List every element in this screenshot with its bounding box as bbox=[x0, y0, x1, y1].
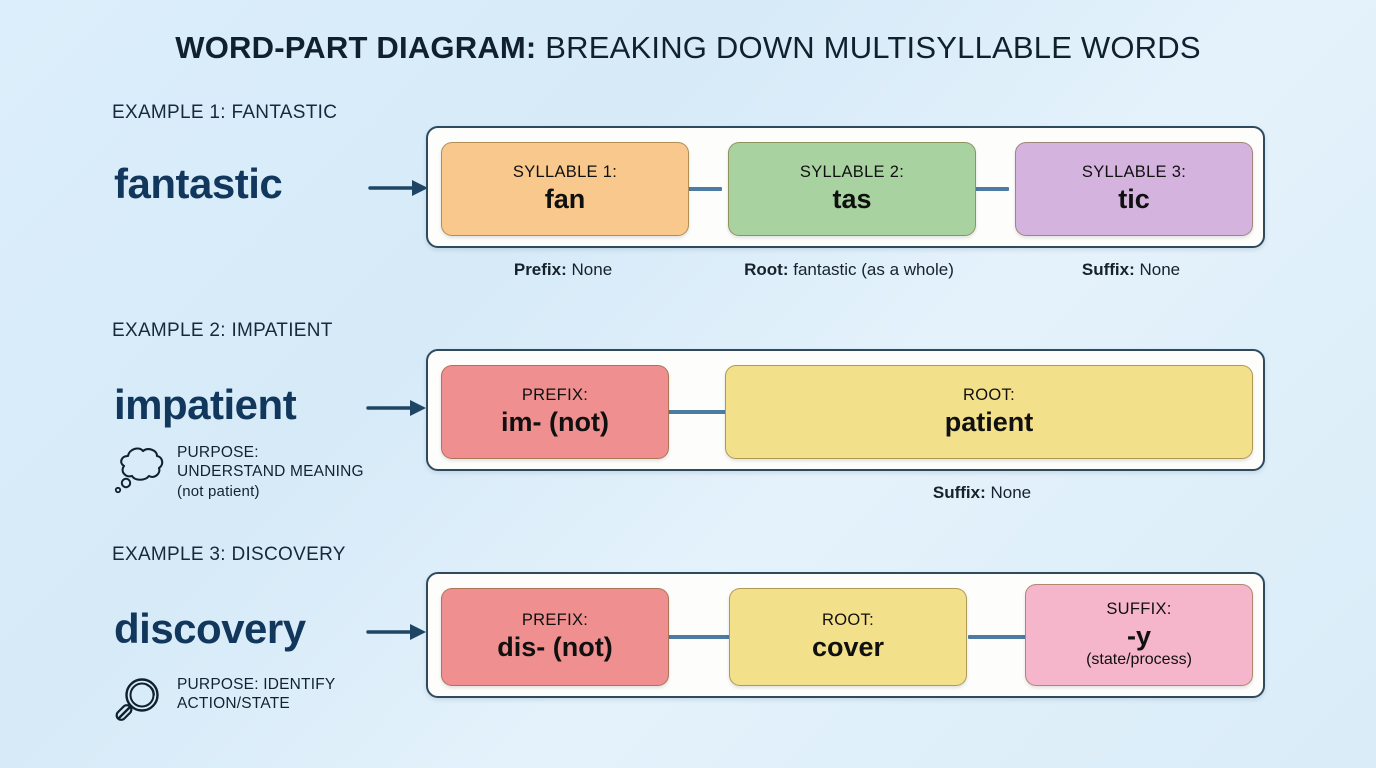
example-2-label: EXAMPLE 2: IMPATIENT bbox=[112, 320, 333, 341]
purpose-line-2: ACTION/STATE bbox=[177, 695, 290, 713]
morpheme-value: fantastic (as a whole) bbox=[793, 260, 954, 279]
morpheme-suffix: Suffix: None bbox=[933, 483, 1031, 503]
example-3-word: discovery bbox=[114, 605, 306, 652]
purpose-line-1: PURPOSE: IDENTIFY bbox=[177, 676, 336, 693]
morpheme-prefix: Prefix: None bbox=[514, 260, 612, 280]
part-kind: SYLLABLE 3: bbox=[1081, 162, 1187, 181]
morpheme-value: None bbox=[990, 483, 1032, 502]
right-arrow-icon bbox=[366, 620, 428, 644]
morpheme-label: Root: bbox=[744, 260, 789, 279]
morpheme-value: None bbox=[571, 260, 613, 279]
example-2-word: impatient bbox=[114, 381, 297, 428]
example-3-label: EXAMPLE 3: DISCOVERY bbox=[112, 544, 346, 565]
morpheme-suffix: Suffix: None bbox=[1082, 260, 1180, 280]
part-box-suffix[interactable]: SUFFIX: -y (state/process) bbox=[1025, 584, 1253, 686]
morpheme-root: Root: fantastic (as a whole) bbox=[744, 260, 954, 280]
morpheme-label: Prefix: bbox=[513, 260, 567, 279]
right-arrow-icon bbox=[368, 176, 430, 200]
part-value: fan bbox=[544, 183, 586, 214]
page-title-light: BREAKING DOWN MULTISYLLABLE WORDS bbox=[545, 30, 1201, 65]
part-kind: ROOT: bbox=[822, 610, 874, 629]
morpheme-value: None bbox=[1139, 260, 1181, 279]
part-box-syllable-1[interactable]: SYLLABLE 1: fan bbox=[441, 142, 689, 236]
part-kind: SUFFIX: bbox=[1106, 600, 1172, 619]
part-box-prefix[interactable]: PREFIX: im- (not) bbox=[441, 365, 669, 459]
example-1-label: EXAMPLE 1: FANTASTIC bbox=[112, 102, 338, 123]
purpose-line-2: UNDERSTAND MEANING bbox=[177, 463, 364, 481]
purpose-line-1: PURPOSE: bbox=[177, 444, 259, 461]
purpose-note-example-3: PURPOSE: IDENTIFY ACTION/STATE bbox=[112, 675, 335, 731]
purpose-text: PURPOSE: IDENTIFY ACTION/STATE bbox=[177, 675, 335, 714]
example-2-diagram-frame: PREFIX: im- (not) ROOT: patient bbox=[426, 349, 1265, 471]
part-value: cover bbox=[811, 631, 885, 662]
right-arrow-icon bbox=[366, 396, 428, 420]
example-1-diagram-frame: SYLLABLE 1: fan SYLLABLE 2: tas SYLLABLE… bbox=[426, 126, 1265, 248]
part-value: tas bbox=[832, 183, 872, 214]
purpose-note-example-2: PURPOSE: UNDERSTAND MEANING (not patient… bbox=[112, 443, 364, 502]
part-value: dis- (not) bbox=[497, 631, 613, 662]
part-value: tic bbox=[1118, 183, 1150, 214]
magnifying-glass-icon bbox=[112, 676, 168, 731]
connector-line bbox=[668, 635, 730, 639]
part-note: (state/process) bbox=[1086, 651, 1192, 669]
connector-line bbox=[968, 635, 1026, 639]
part-kind: SYLLABLE 1: bbox=[512, 162, 618, 181]
thought-bubble-icon bbox=[112, 444, 168, 501]
purpose-text: PURPOSE: UNDERSTAND MEANING (not patient… bbox=[177, 443, 364, 502]
morpheme-label: Suffix: bbox=[932, 483, 986, 502]
morpheme-label: Suffix: bbox=[1081, 260, 1135, 279]
part-kind: PREFIX: bbox=[521, 610, 589, 629]
page-title: WORD-PART DIAGRAM: BREAKING DOWN MULTISY… bbox=[0, 30, 1376, 66]
part-box-prefix[interactable]: PREFIX: dis- (not) bbox=[441, 588, 669, 686]
part-kind: PREFIX: bbox=[521, 385, 589, 404]
example-1-word: fantastic bbox=[114, 160, 283, 207]
part-value: patient bbox=[944, 406, 1034, 437]
part-box-syllable-3[interactable]: SYLLABLE 3: tic bbox=[1015, 142, 1253, 236]
page-title-strong: WORD-PART DIAGRAM: bbox=[175, 30, 537, 65]
part-value: im- (not) bbox=[501, 406, 609, 437]
part-box-root[interactable]: ROOT: patient bbox=[725, 365, 1253, 459]
connector-line bbox=[682, 187, 722, 191]
example-3-diagram-frame: PREFIX: dis- (not) ROOT: cover SUFFIX: -… bbox=[426, 572, 1265, 698]
part-box-syllable-2[interactable]: SYLLABLE 2: tas bbox=[728, 142, 976, 236]
connector-line bbox=[668, 410, 726, 414]
part-value: -y bbox=[1126, 621, 1151, 652]
purpose-line-3: (not patient) bbox=[177, 482, 260, 500]
connector-line bbox=[969, 187, 1009, 191]
part-box-root[interactable]: ROOT: cover bbox=[729, 588, 967, 686]
part-kind: SYLLABLE 2: bbox=[799, 162, 905, 181]
part-kind: ROOT: bbox=[963, 385, 1015, 404]
